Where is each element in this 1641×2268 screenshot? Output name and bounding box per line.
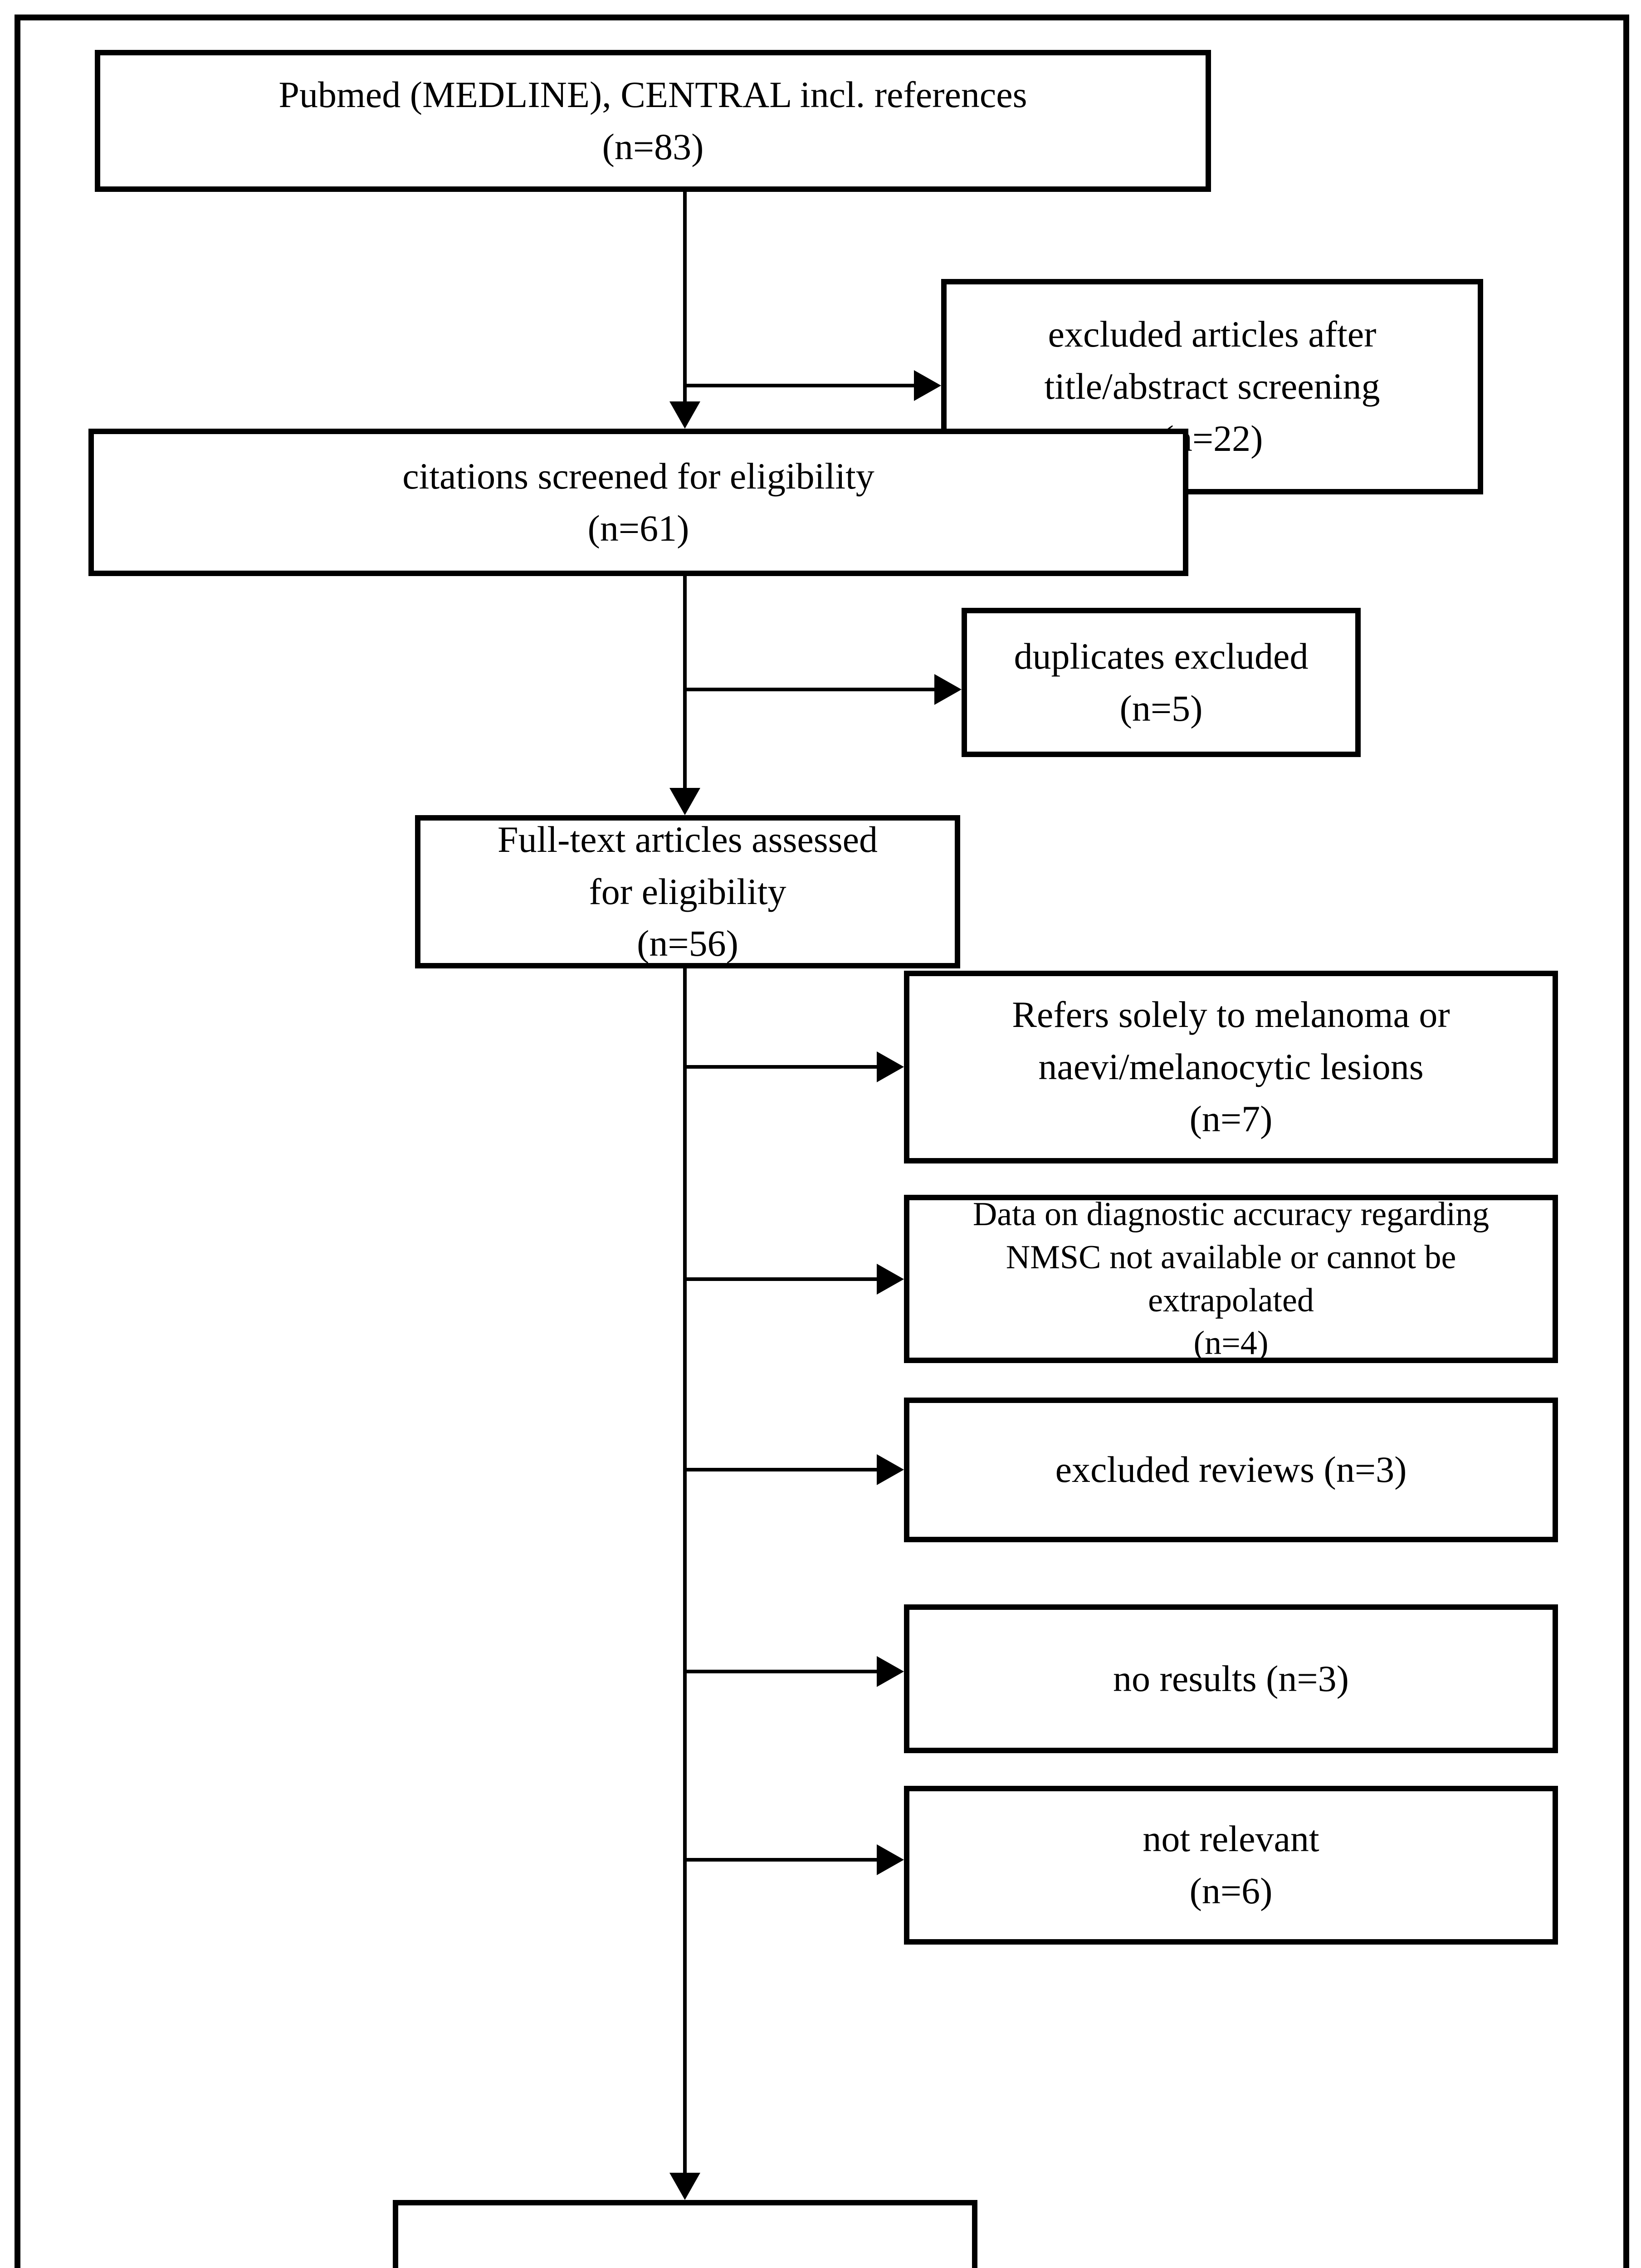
arrowhead-right-into-no-results-exclusion: [877, 1656, 904, 1687]
arrowhead-right-into-melanoma-exclusion: [877, 1051, 904, 1082]
connector-sources-to-citations: [683, 192, 687, 407]
flow-box-duplicates-excluded: duplicates excluded (n=5): [962, 608, 1361, 757]
arrowhead-right-into-title-abstract-exclusion: [914, 370, 941, 401]
diagram-border: [15, 15, 1629, 2268]
connector-to-melanoma-exclusion: [685, 1065, 880, 1069]
connector-to-no-results-exclusion: [685, 1670, 880, 1673]
flow-box-excluded-nmsc-data: Data on diagnostic accuracy regarding NM…: [904, 1195, 1558, 1363]
connector-to-duplicates-exclusion: [685, 688, 938, 691]
arrowhead-right-into-not-relevant-exclusion: [877, 1844, 904, 1875]
flow-box-search-sources: Pubmed (MEDLINE), CENTRAL incl. referenc…: [95, 50, 1211, 192]
flow-box-no-results: no results (n=3): [904, 1604, 1558, 1753]
connector-to-nmsc-exclusion: [685, 1277, 880, 1281]
arrowhead-down-into-fulltext: [669, 788, 700, 815]
arrowhead-down-into-citations: [669, 401, 700, 429]
flow-box-included: 33 articles included in the study: [393, 2200, 977, 2268]
connector-to-title-abstract-exclusion: [685, 384, 917, 387]
flow-box-excluded-melanoma: Refers solely to melanoma or naevi/melan…: [904, 971, 1558, 1163]
arrowhead-down-into-included: [669, 2173, 700, 2200]
flow-box-fulltext-assessed: Full-text articles assessed for eligibil…: [415, 815, 960, 968]
flow-box-citations-screened: citations screened for eligibility (n=61…: [88, 429, 1188, 576]
arrowhead-right-into-reviews-exclusion: [877, 1454, 904, 1485]
flow-box-not-relevant: not relevant (n=6): [904, 1786, 1558, 1945]
arrowhead-right-into-nmsc-exclusion: [877, 1264, 904, 1295]
arrowhead-right-into-duplicates-exclusion: [934, 674, 962, 705]
connector-to-not-relevant-exclusion: [685, 1858, 880, 1862]
connector-to-reviews-exclusion: [685, 1468, 880, 1471]
connector-fulltext-to-included: [683, 968, 687, 2176]
flow-box-excluded-reviews: excluded reviews (n=3): [904, 1398, 1558, 1542]
connector-citations-to-fulltext: [683, 576, 687, 792]
